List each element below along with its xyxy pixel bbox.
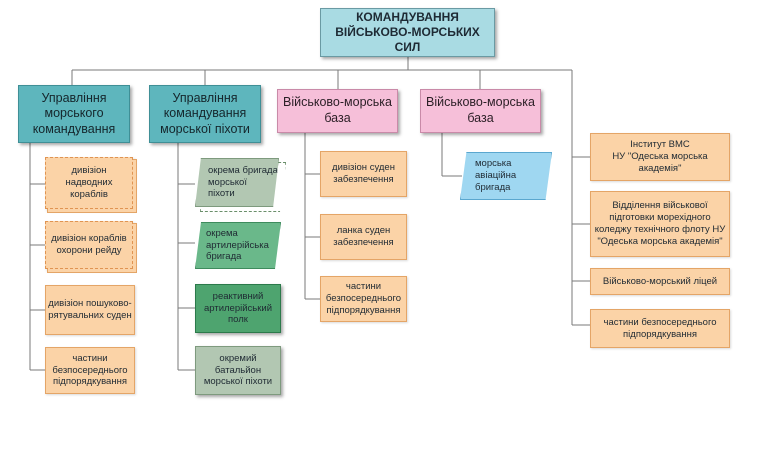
- base1-unit-2-line-1: ланка суден: [336, 225, 391, 237]
- marines-unit-rocket-regiment: реактивний артилерійський полк: [195, 284, 281, 333]
- right-unit-1-line-3: академія": [638, 162, 682, 174]
- root-line-2: ВІЙСЬКОВО-МОРСЬКИХ СИЛ: [335, 25, 480, 54]
- right-unit-institute: Інститут ВМС НУ "Одеська морська академі…: [590, 133, 730, 181]
- marines-unit-3-line-1: реактивний: [212, 290, 264, 302]
- marines-unit-4-line-3: морської піхоти: [203, 376, 273, 388]
- marines-command-box: Управління командування морської піхоти: [149, 85, 261, 143]
- right-unit-2-line-4: "Одеська морська академія": [597, 235, 723, 247]
- naval-unit-direct-subordination: частини безпосереднього підпорядкування: [45, 347, 135, 394]
- naval-base-2-line-1: Військово-морська: [426, 95, 535, 110]
- naval-unit-raid-guard: дивізіон кораблів охорони рейду: [45, 221, 133, 269]
- naval-unit-4-line-1: частини: [72, 352, 108, 364]
- marines-unit-artillery-brigade: окрема артилерійська бригада: [195, 222, 281, 269]
- base1-unit-direct-subordination: частини безпосереднього підпорядкування: [320, 276, 407, 322]
- right-unit-lyceum: Військово-морський ліцей: [590, 268, 730, 295]
- right-unit-4-line-2: підпорядкування: [623, 328, 697, 340]
- naval-unit-search-rescue: дивізіон пошуково- рятувальних суден: [45, 285, 135, 335]
- marines-unit-2-line-2: артилерійська: [206, 239, 269, 251]
- right-unit-direct-subordination: частини безпосереднього підпорядкування: [590, 309, 730, 348]
- base1-unit-3-line-1: частини: [345, 281, 382, 293]
- naval-command-line-3: командування: [32, 121, 116, 136]
- right-unit-2-line-2: підготовки морехідного: [609, 212, 711, 224]
- naval-base-2-box: Військово-морська база: [420, 89, 541, 133]
- marines-unit-brigade: окрема бригада морської піхоти: [195, 158, 279, 207]
- right-unit-1-line-2: НУ "Одеська морська: [612, 151, 708, 163]
- base1-unit-1-line-2: забезпечення: [333, 174, 394, 185]
- base1-unit-support-link: ланка суден забезпечення: [320, 214, 407, 260]
- base2-unit-1-line-3: бригада: [475, 181, 511, 193]
- right-unit-1-line-1: Інститут ВМС: [630, 139, 690, 151]
- naval-unit-1-line-2: надводних: [65, 177, 113, 189]
- base2-unit-1-line-2: авіаційна: [475, 170, 517, 182]
- base2-unit-aviation-brigade: морська авіаційна бригада: [460, 152, 552, 200]
- root-command-box: КОМАНДУВАННЯ ВІЙСЬКОВО-МОРСЬКИХ СИЛ: [320, 8, 495, 57]
- naval-command-box: Управління морського командування: [18, 85, 130, 143]
- naval-unit-4-line-2: безпосереднього: [52, 364, 128, 376]
- naval-base-1-line-2: база: [324, 111, 351, 125]
- marines-unit-2-line-1: окрема: [206, 227, 238, 239]
- naval-base-2-line-2: база: [467, 111, 494, 125]
- naval-command-line-2: морського: [44, 106, 104, 121]
- naval-unit-1-line-1: дивізіон: [71, 165, 107, 177]
- base1-unit-3-line-3: підпорядкування: [326, 304, 401, 316]
- naval-unit-3-line-2: рятувальних суден: [48, 310, 132, 321]
- marines-unit-4-line-1: окремий: [219, 352, 257, 364]
- naval-unit-4-line-3: підпорядкування: [53, 376, 127, 388]
- right-unit-2-line-3: коледжу технічного флоту НУ: [594, 224, 726, 235]
- marines-unit-battalion: окремий батальйон морської піхоти: [195, 346, 281, 395]
- base2-unit-1-line-1: морська: [475, 158, 512, 170]
- base1-unit-3-line-2: безпосереднього: [325, 293, 402, 305]
- marines-unit-1-line-3: піхоти: [208, 188, 235, 200]
- marines-unit-1-line-1: окрема бригада: [208, 164, 278, 176]
- root-line-1: КОМАНДУВАННЯ: [356, 10, 459, 24]
- marines-command-line-2: командування: [163, 106, 247, 121]
- naval-command-line-1: Управління: [41, 90, 107, 105]
- base1-unit-2-line-2: забезпечення: [333, 237, 394, 248]
- naval-base-1-box: Військово-морська база: [277, 89, 398, 133]
- naval-unit-3-line-1: дивізіон пошуково-: [48, 298, 132, 310]
- right-unit-4-line-1: частини безпосереднього: [603, 316, 717, 328]
- naval-unit-1-line-3: кораблів: [70, 188, 108, 200]
- marines-unit-3-line-3: полк: [228, 314, 248, 326]
- right-unit-training-department: Відділення військової підготовки морехід…: [590, 191, 730, 257]
- marines-command-line-3: морської піхоти: [160, 121, 250, 136]
- marines-unit-1-line-2: морської: [208, 176, 247, 188]
- base1-unit-support-ships: дивізіон суден забезпечення: [320, 151, 407, 197]
- naval-unit-surface-ships: дивізіон надводних кораблів: [45, 157, 133, 209]
- marines-command-line-1: Управління: [172, 90, 238, 105]
- marines-unit-3-line-2: артилерійський: [203, 302, 272, 314]
- marines-unit-2-line-3: бригада: [206, 251, 242, 263]
- naval-unit-2-line-1: дивізіон кораблів: [51, 233, 127, 245]
- base1-unit-1-line-1: дивізіон суден: [332, 162, 395, 174]
- marines-unit-4-line-2: батальйон: [214, 364, 262, 376]
- naval-base-1-line-1: Військово-морська: [283, 95, 392, 110]
- right-unit-3-line-1: Військово-морський ліцей: [602, 275, 718, 287]
- naval-unit-2-line-2: охорони рейду: [56, 245, 122, 256]
- right-unit-2-line-1: Відділення військової: [612, 200, 708, 212]
